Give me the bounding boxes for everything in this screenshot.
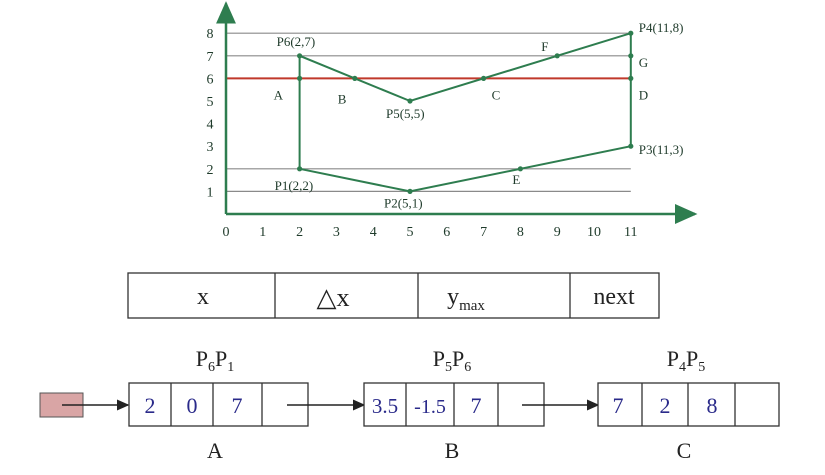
y-tick-1: 1	[207, 185, 214, 200]
horizontal-reference-lines	[226, 32, 631, 192]
y-tick-4: 4	[207, 118, 214, 133]
node-2-title: P5P6	[433, 346, 472, 375]
point-P5	[407, 98, 413, 104]
point-P1	[297, 166, 303, 172]
polygon-edges	[298, 31, 632, 193]
label-D: D	[639, 87, 648, 102]
node-1-dx: 0	[187, 393, 198, 418]
x-tick-11: 11	[624, 225, 637, 240]
label-P4: P4(11,8)	[639, 20, 684, 35]
edge-node-field-header: x △x ymax next	[127, 272, 660, 319]
node-1-x: 2	[145, 393, 156, 418]
point-F	[554, 53, 560, 59]
point-D	[628, 75, 634, 81]
label-P1: P1(2,2)	[275, 178, 314, 193]
point-B	[352, 75, 358, 81]
y-tick-2: 2	[207, 163, 214, 178]
label-B: B	[338, 91, 347, 106]
y-tick-5: 5	[207, 95, 214, 110]
label-P3: P3(11,3)	[639, 142, 684, 157]
x-tick-4: 4	[370, 225, 377, 240]
point-P2	[407, 188, 413, 194]
header-ymax: ymax	[447, 284, 485, 314]
node-3-label: C	[677, 438, 692, 463]
x-tick-6: 6	[443, 225, 450, 240]
label-P5: P5(5,5)	[386, 106, 425, 121]
label-G: G	[639, 55, 648, 70]
header-x: x	[197, 284, 209, 310]
point-P3	[628, 143, 634, 149]
y-tick-3: 3	[207, 140, 214, 155]
node-3-ymax: 8	[707, 393, 718, 418]
list-node-1: P6P1 2 0 7 A	[128, 346, 309, 463]
header-delta-x: △x	[317, 283, 350, 312]
list-node-3: P4P5 7 2 8 C	[597, 346, 780, 463]
label-E: E	[512, 172, 520, 187]
point-G	[628, 53, 634, 59]
node-2-x: 3.5	[372, 394, 398, 418]
x-tick-0: 0	[223, 225, 230, 240]
polygon-points	[297, 30, 634, 194]
node-3-x: 7	[613, 393, 624, 418]
label-F: F	[541, 39, 548, 54]
header-next: next	[593, 284, 635, 310]
label-P6: P6(2,7)	[277, 34, 316, 49]
x-tick-8: 8	[517, 225, 524, 240]
x-tick-5: 5	[407, 225, 414, 240]
x-tick-1: 1	[259, 225, 266, 240]
point-E	[517, 166, 524, 172]
node-2-label: B	[445, 438, 460, 463]
node-2-ymax: 7	[471, 393, 482, 418]
x-tick-9: 9	[554, 225, 561, 240]
y-tick-labels: 1 2 3 4 5 6 7 8	[207, 27, 214, 200]
node-2-dx: -1.5	[414, 396, 446, 418]
label-P2: P2(5,1)	[384, 195, 423, 210]
point-P4	[628, 30, 634, 36]
node-1-ymax: 7	[232, 393, 243, 418]
point-A	[297, 75, 303, 81]
x-tick-7: 7	[480, 225, 487, 240]
y-tick-7: 7	[207, 50, 214, 65]
node-1-label: A	[207, 438, 223, 463]
node-3-title: P4P5	[667, 346, 706, 375]
list-node-2: P5P6 3.5 -1.5 7 B	[363, 346, 545, 463]
node-1-title: P6P1	[196, 346, 235, 375]
label-A: A	[274, 87, 284, 102]
y-tick-6: 6	[207, 72, 214, 87]
label-C: C	[492, 87, 501, 102]
point-labels: P1(2,2) P2(5,1) P3(11,3) P4(11,8) P5(5,5) P6(…	[274, 20, 684, 210]
node-3-dx: 2	[660, 393, 671, 418]
x-tick-10: 10	[587, 225, 601, 240]
x-tick-labels: 0 1 2 3 4 5 6 7 8 9 10 11	[223, 225, 638, 240]
x-tick-3: 3	[333, 225, 340, 240]
point-P6	[297, 53, 303, 59]
point-C	[481, 75, 487, 81]
y-tick-8: 8	[207, 27, 214, 42]
x-tick-2: 2	[296, 225, 303, 240]
